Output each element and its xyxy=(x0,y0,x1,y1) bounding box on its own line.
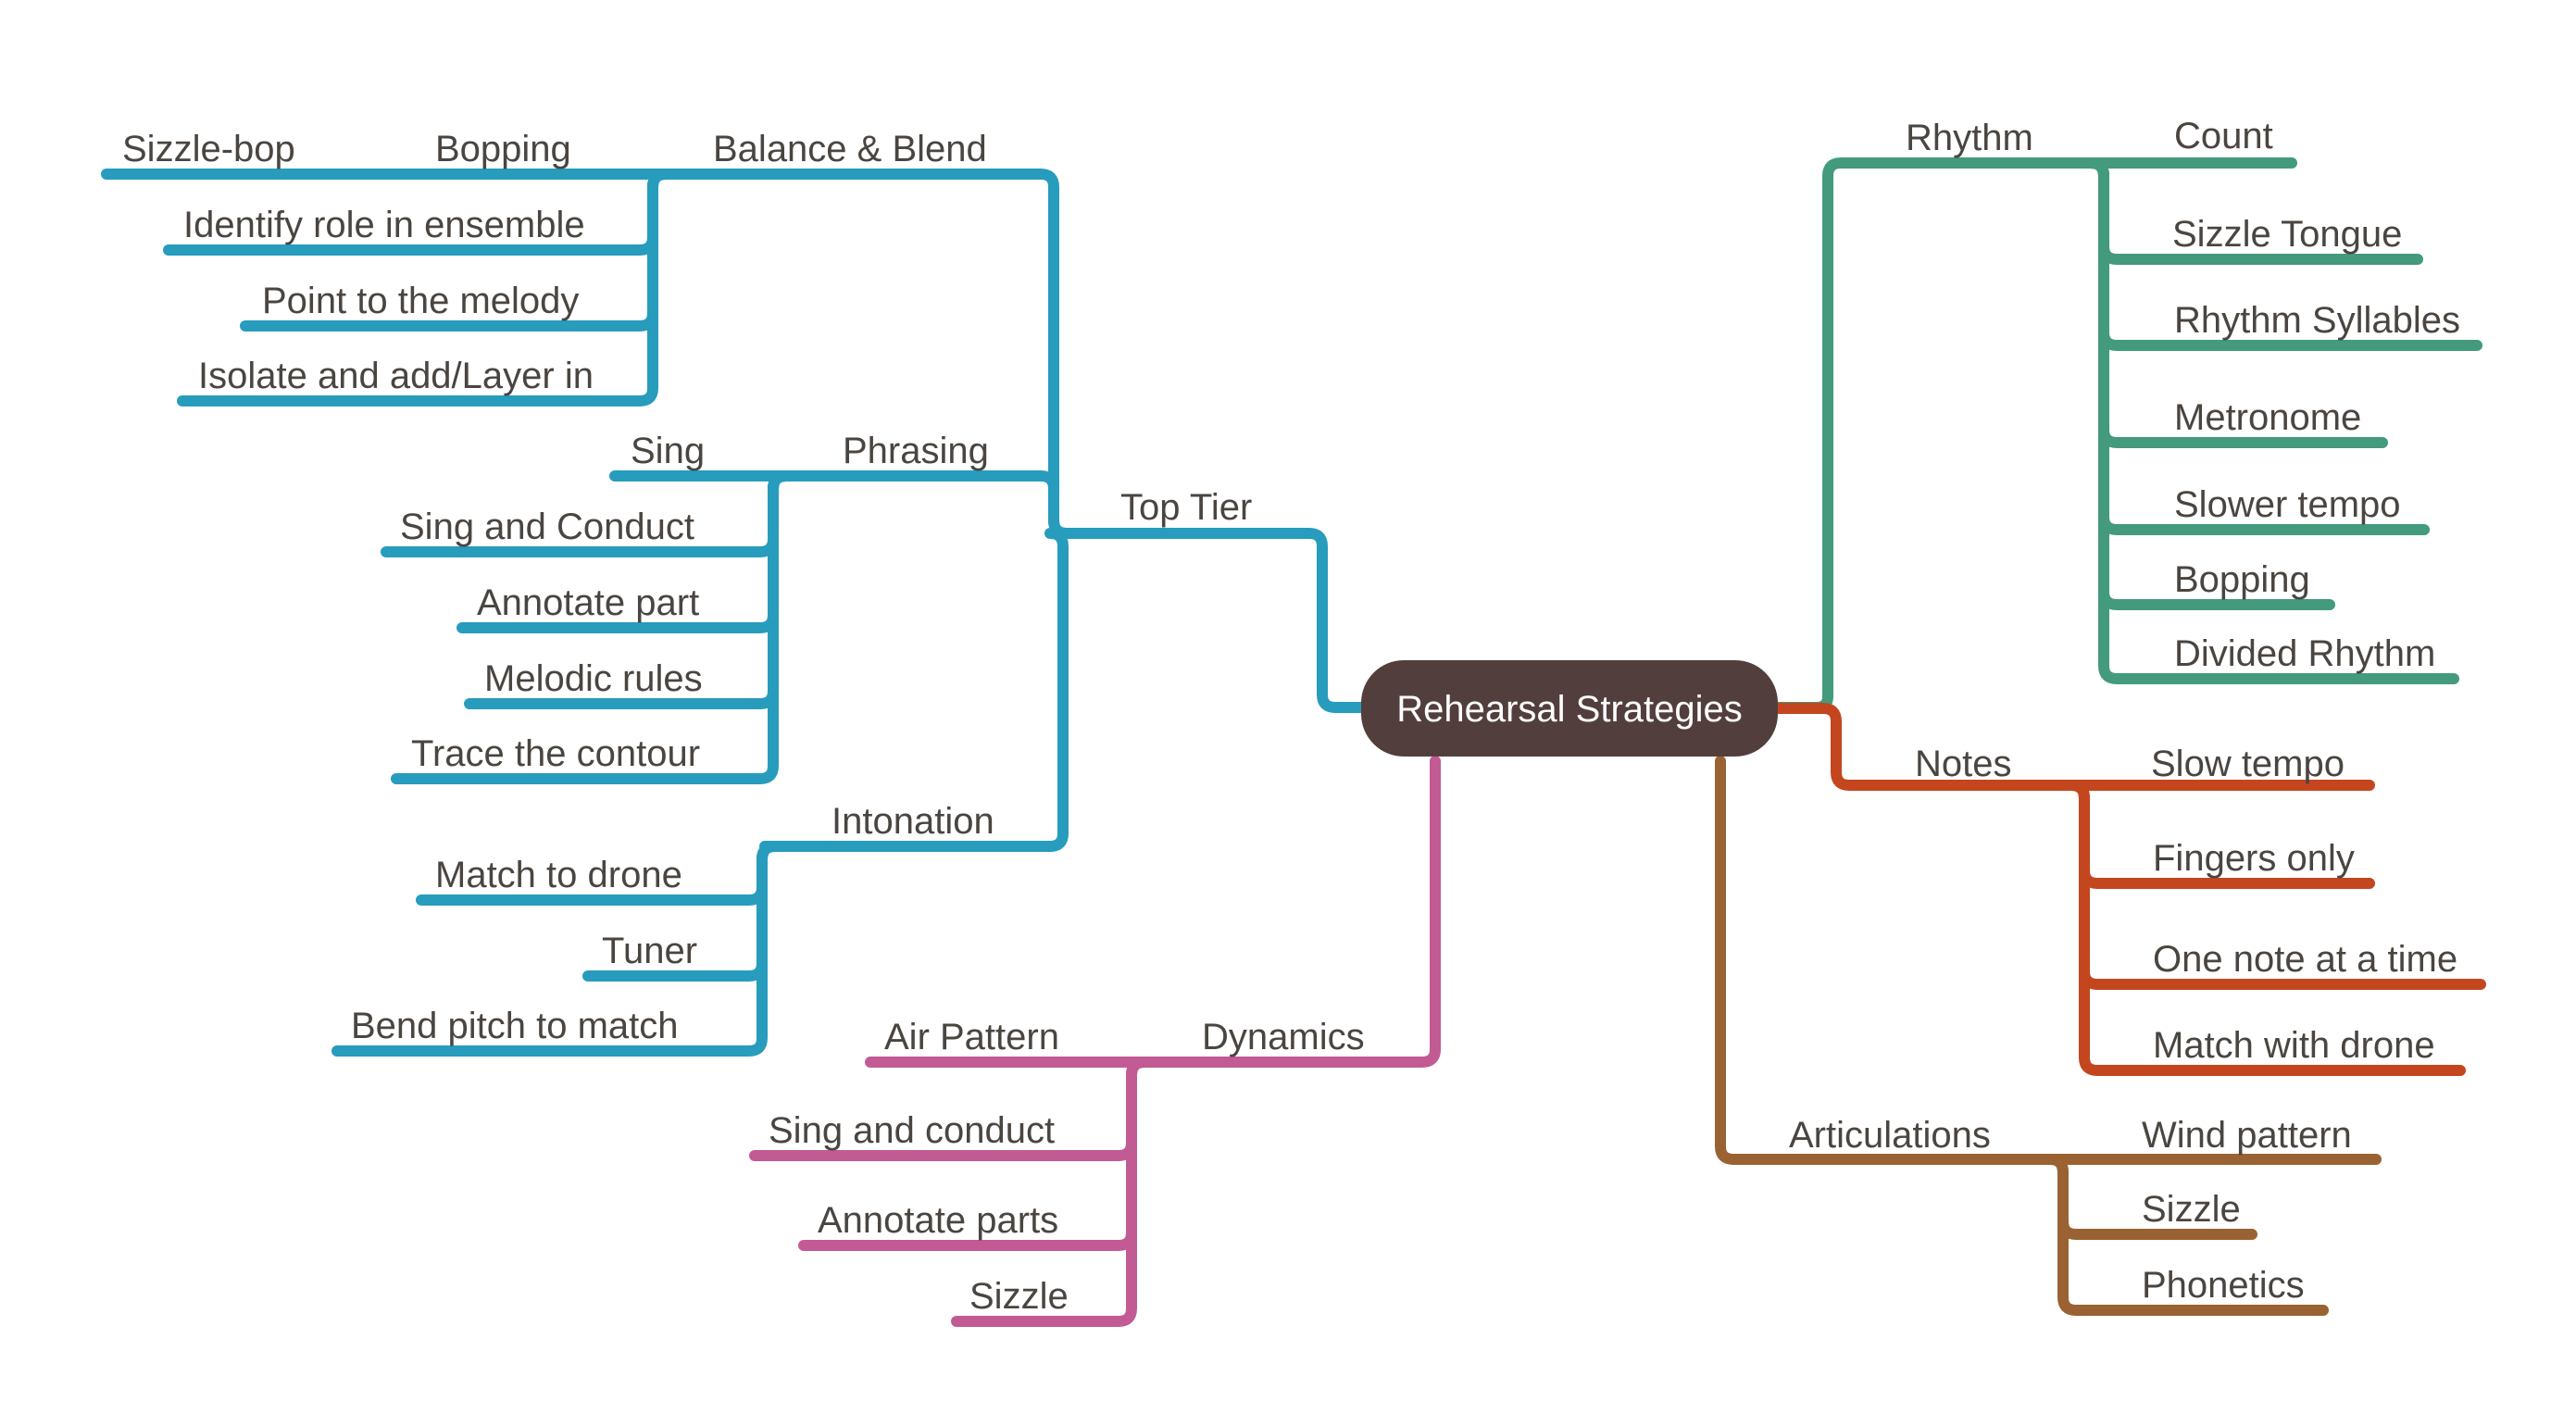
connector-phonetics xyxy=(1995,1154,2329,1316)
topic-isolate-layer[interactable]: Isolate and add/Layer in xyxy=(198,356,594,396)
topic-rhythm[interactable]: Rhythm xyxy=(1906,118,2033,158)
branch-top-tier: Top Tier Balance & Blend Bopping Sizzle-… xyxy=(122,129,1252,1046)
central-node-label: Rehearsal Strategies xyxy=(1396,689,1743,730)
topic-bend-pitch[interactable]: Bend pitch to match xyxy=(351,1006,679,1046)
topic-match-with-drone[interactable]: Match with drone xyxy=(2153,1025,2435,1066)
connector-intonation xyxy=(759,528,1069,852)
topic-sizzle-bop[interactable]: Sizzle-bop xyxy=(122,129,295,169)
branch-lines xyxy=(101,157,2486,1327)
topic-bopping[interactable]: Bopping xyxy=(435,129,571,169)
branch-articulations: Articulations Wind pattern Sizzle Phonet… xyxy=(1789,1115,2352,1306)
connector-isolate-layer xyxy=(177,169,671,407)
topic-intonation[interactable]: Intonation xyxy=(832,801,994,842)
central-node[interactable]: Rehearsal Strategies xyxy=(1361,660,1778,757)
connector-notes xyxy=(1772,703,2090,791)
topic-slower-tempo[interactable]: Slower tempo xyxy=(2174,484,2401,525)
connector-notes-child xyxy=(2013,780,2466,1076)
topic-divided-rhythm[interactable]: Divided Rhythm xyxy=(2174,633,2435,674)
connector-rhythm xyxy=(1772,157,2107,713)
branch-rhythm: Rhythm Count Sizzle Tongue Rhythm Syllab… xyxy=(1906,116,2460,674)
topic-one-note[interactable]: One note at a time xyxy=(2153,939,2457,980)
connector-bend-pitch xyxy=(331,841,830,1057)
connector-trace-contour xyxy=(391,470,792,784)
topic-articulations[interactable]: Articulations xyxy=(1789,1115,1991,1156)
topic-point-to-melody[interactable]: Point to the melody xyxy=(262,281,579,321)
topic-sing-and-conduct[interactable]: Sing and Conduct xyxy=(400,507,694,547)
branch-notes: Notes Slow tempo Fingers only One note a… xyxy=(1915,744,2457,1066)
topic-dynamics[interactable]: Dynamics xyxy=(1202,1017,1365,1057)
topic-slow-tempo[interactable]: Slow tempo xyxy=(2151,744,2345,784)
topic-annotate-parts[interactable]: Annotate parts xyxy=(818,1200,1058,1241)
topic-wind-pattern[interactable]: Wind pattern xyxy=(2142,1115,2352,1156)
topic-sing-and-conduct-dyn[interactable]: Sing and conduct xyxy=(769,1110,1055,1151)
topic-count[interactable]: Count xyxy=(2174,116,2273,156)
topic-sizzle-artic[interactable]: Sizzle xyxy=(2142,1189,2241,1230)
topic-phrasing[interactable]: Phrasing xyxy=(843,431,989,471)
connector-dynamics xyxy=(1129,756,1441,1068)
topic-air-pattern[interactable]: Air Pattern xyxy=(884,1017,1059,1057)
topic-bopping-rhythm[interactable]: Bopping xyxy=(2174,559,2310,600)
topic-metronome[interactable]: Metronome xyxy=(2174,397,2361,438)
topic-trace-contour[interactable]: Trace the contour xyxy=(411,733,700,774)
connector-rhythm-child xyxy=(2041,157,2459,684)
topic-phonetics[interactable]: Phonetics xyxy=(2142,1265,2305,1306)
topic-sing[interactable]: Sing xyxy=(631,431,705,471)
topic-identify-role[interactable]: Identify role in ensemble xyxy=(183,205,585,245)
connector-articulations xyxy=(1715,756,2069,1165)
connector-sizzle-dyn xyxy=(951,1057,1172,1327)
topic-top-tier[interactable]: Top Tier xyxy=(1120,487,1252,528)
topic-tuner[interactable]: Tuner xyxy=(602,931,697,971)
topic-notes[interactable]: Notes xyxy=(1915,744,2012,784)
connector-top-tier xyxy=(1055,528,1367,713)
central-node-box[interactable] xyxy=(1361,660,1778,757)
topic-melodic-rules[interactable]: Melodic rules xyxy=(484,658,703,699)
topic-fingers-only[interactable]: Fingers only xyxy=(2153,838,2355,879)
topic-balance-blend[interactable]: Balance & Blend xyxy=(713,129,987,169)
topic-rhythm-syllables[interactable]: Rhythm Syllables xyxy=(2174,300,2460,341)
topic-sizzle-dyn[interactable]: Sizzle xyxy=(969,1276,1069,1317)
connector-phrasing xyxy=(772,470,1072,539)
topic-match-to-drone[interactable]: Match to drone xyxy=(435,855,682,895)
topic-annotate-part[interactable]: Annotate part xyxy=(477,582,699,623)
topic-sizzle-tongue[interactable]: Sizzle Tongue xyxy=(2172,214,2402,255)
branch-dynamics: Dynamics Air Pattern Sing and conduct An… xyxy=(769,1017,1365,1317)
